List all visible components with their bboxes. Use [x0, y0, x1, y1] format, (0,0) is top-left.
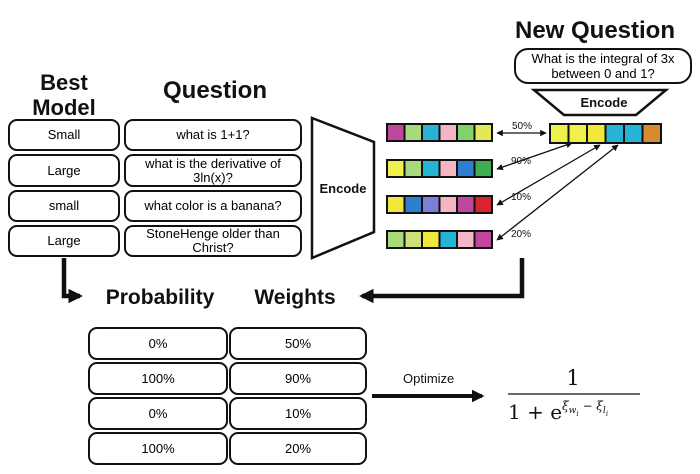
main-encoder-label: Encode: [320, 181, 367, 196]
embedding-vector-2: [386, 159, 493, 178]
embedding-vector-4-cell-3: [421, 230, 441, 249]
new-question-embedding-cell-5: [623, 123, 644, 144]
embedding-vector-1: [386, 123, 493, 142]
similarity-arrow-4: [496, 144, 619, 241]
embedding-vector-4-cell-6: [473, 230, 493, 249]
embedding-vector-4: [386, 230, 493, 249]
new-embedding-vector: [549, 123, 662, 144]
similarity-label-3: 10%: [511, 192, 531, 203]
formula-exponent: ξwi − ξli: [562, 399, 609, 419]
embedding-vector-2-cell-5: [456, 159, 476, 178]
embedding-vector-2-cell-1: [386, 159, 406, 178]
embedding-vector-4-cell-2: [403, 230, 423, 249]
flow-arrow-to-probability: [61, 258, 83, 304]
embedding-vector-3-cell-4: [438, 195, 458, 214]
new-question-embedding: [549, 123, 662, 144]
embedding-vector-2-cell-3: [421, 159, 441, 178]
similarity-label-4: 20%: [511, 229, 531, 240]
probability-cell-2: 100%: [88, 362, 228, 395]
probability-cell-3: 0%: [88, 397, 228, 430]
new-question-embedding-cell-4: [604, 123, 625, 144]
formula-denominator: 1 + eξwi − ξli: [508, 399, 648, 424]
weights-cell-1: 50%: [229, 327, 367, 360]
optimize-label: Optimize: [403, 371, 454, 386]
new-question-embedding-cell-3: [586, 123, 607, 144]
new-encoder-label: Encode: [581, 95, 628, 110]
best-model-heading: Best Model: [32, 70, 96, 120]
formula-numerator: 1: [566, 366, 580, 390]
model-cell-2: Large: [8, 154, 120, 187]
flow-arrow-to-weights: [359, 258, 525, 304]
embedding-vector-2-cell-4: [438, 159, 458, 178]
weights-cell-4: 20%: [229, 432, 367, 465]
embedding-vector-1-cell-1: [386, 123, 406, 142]
embedding-vector-2-cell-6: [473, 159, 493, 178]
question-cell-4: StoneHenge older than Christ?: [124, 225, 302, 257]
main-encoder-shape: [310, 116, 376, 260]
probability-cell-4: 100%: [88, 432, 228, 465]
model-cell-3: small: [8, 190, 120, 222]
embedding-vector-4-cell-5: [456, 230, 476, 249]
embedding-vector-1-cell-2: [403, 123, 423, 142]
embedding-vector-3-cell-5: [456, 195, 476, 214]
embedding-vector-1-cell-3: [421, 123, 441, 142]
new-question-heading: New Question: [514, 17, 676, 44]
embedding-vector-2-cell-2: [403, 159, 423, 178]
weights-heading: Weights: [254, 286, 336, 309]
similarity-arrow-2: [496, 141, 573, 171]
weights-cell-3: 10%: [229, 397, 367, 430]
embedding-vector-1-cell-5: [456, 123, 476, 142]
question-cell-2: what is the derivative of 3ln(x)?: [124, 154, 302, 187]
new-question-embedding-cell-2: [567, 123, 588, 144]
new-encoder-shape: [530, 88, 670, 117]
model-cell-4: Large: [8, 225, 120, 257]
similarity-label-1: 50%: [512, 121, 532, 132]
embedding-vector-3-cell-3: [421, 195, 441, 214]
question-heading: Question: [162, 77, 267, 104]
formula-denominator-base: 1 + e: [508, 400, 563, 424]
probability-cell-1: 0%: [88, 327, 228, 360]
model-cell-1: Small: [8, 119, 120, 151]
question-cell-1: what is 1+1?: [124, 119, 302, 151]
embedding-vector-4-cell-4: [438, 230, 458, 249]
embedding-vector-3-cell-2: [403, 195, 423, 214]
new-question-embedding-cell-6: [641, 123, 662, 144]
embedding-vector-3: [386, 195, 493, 214]
embedding-vector-3-cell-1: [386, 195, 406, 214]
weights-cell-2: 90%: [229, 362, 367, 395]
new-question-embedding-cell-1: [549, 123, 570, 144]
probability-heading: Probability: [105, 286, 215, 309]
similarity-label-2: 90%: [511, 156, 531, 167]
question-cell-3: what color is a banana?: [124, 190, 302, 222]
embedding-vector-1-cell-6: [473, 123, 493, 142]
embeddings-layer: [386, 123, 493, 249]
new-question-bubble: What is the integral of 3x between 0 and…: [514, 48, 692, 84]
embedding-vector-4-cell-1: [386, 230, 406, 249]
embedding-vector-3-cell-6: [473, 195, 493, 214]
embedding-vector-1-cell-4: [438, 123, 458, 142]
